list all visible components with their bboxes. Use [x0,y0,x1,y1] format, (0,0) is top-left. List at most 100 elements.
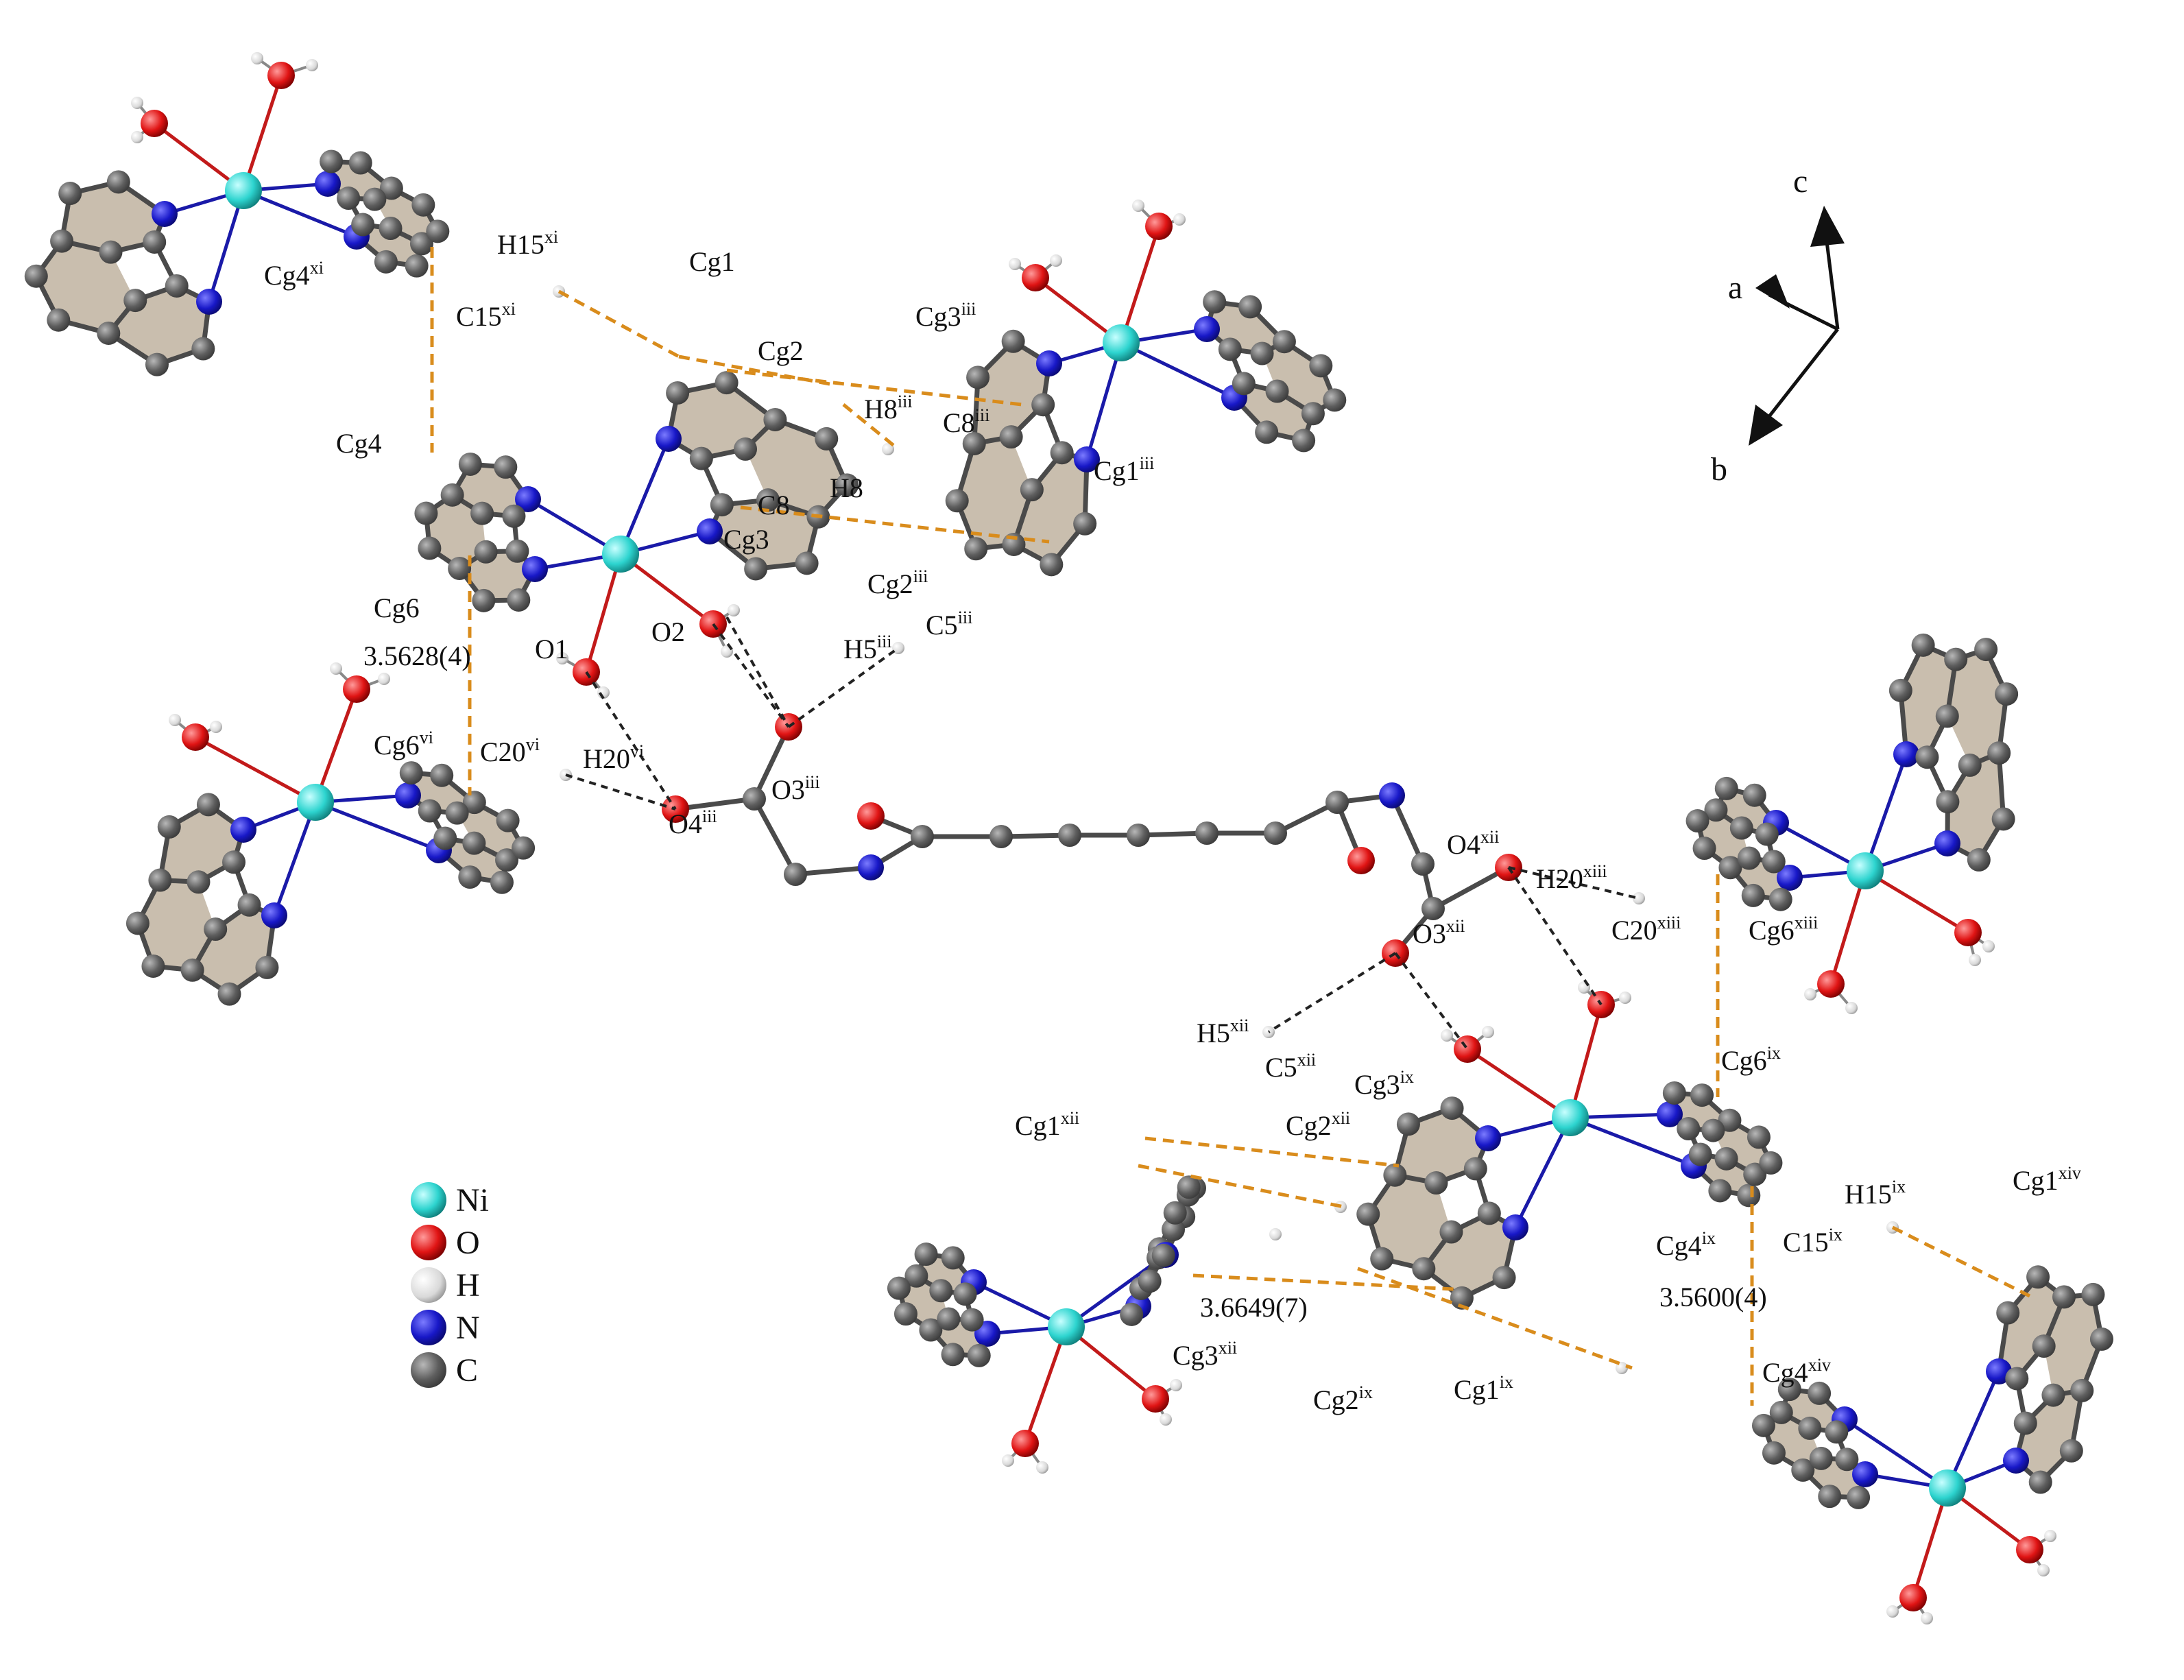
label-c5-iii: C5iii [926,608,972,640]
aromatic-ring [1716,788,1776,835]
label-h20-xiii: H20xiii [1536,861,1607,894]
oxygen-atom [1899,1584,1927,1611]
carbon-atom [47,308,71,332]
aromatic-ring [1424,1213,1515,1298]
carbon-atom [430,763,454,787]
nitrogen-atom [697,518,723,544]
hydrogen-atom [1578,981,1590,994]
label-c20-xiii: C20xiii [1611,913,1681,946]
aromatic-ring [2016,1390,2083,1483]
carbon-atom [1356,1202,1380,1226]
carbon-atom [462,791,486,815]
carbon-atom [1991,807,2015,831]
hydrogen-bond [787,647,900,728]
carbon-atom [106,170,130,194]
carbon-atom [187,870,211,894]
carbon-atom [1729,816,1753,840]
aromatic-ring [2043,1294,2102,1395]
legend-swatch-c [411,1352,446,1388]
carbon-atom [496,808,520,832]
label-h15-ix: H15ix [1845,1177,1906,1210]
label-c20-vi: C20vi [480,734,540,767]
hydrogen-bond [565,773,676,811]
hydrogen-bond [712,623,790,728]
hydrogen-bond [585,671,677,811]
carbon-atom [941,1246,965,1270]
legend-swatch-n [411,1310,446,1345]
hydrogen-bond [1507,866,1603,1006]
nitrogen-atom [1379,782,1405,808]
label-cg4: Cg4 [336,428,382,459]
nitrogen-atom [858,854,884,880]
aromatic-ring [1947,649,2007,765]
carbon-atom [1127,824,1150,847]
carbon-atom [2052,1285,2076,1309]
carbon-atom [1690,1083,1714,1107]
carbon-atom [1040,553,1064,577]
aromatic-ring [357,224,422,266]
carbon-atom [2059,1439,2083,1463]
carbon-atom [1936,790,1960,814]
carbon-atom [1412,1257,1436,1281]
carbon-atom [1935,704,1959,728]
axis-b-line [1761,328,1839,427]
carbon-atom [502,504,526,528]
carbon-atom [1203,290,1227,314]
hydrogen-atom [1633,892,1645,904]
label-cg2-ix: Cg2ix [1313,1382,1373,1415]
bond [619,552,715,626]
hydrogen-atom [378,673,390,685]
nickel-atom [602,536,639,573]
label-distance-3-5628: 3.5628(4) [363,640,471,671]
carbon-atom [490,870,514,894]
carbon-atom [374,250,398,274]
carbon-atom [97,321,121,345]
hydrogen-atom [1619,992,1631,1004]
aromatic-ring [1900,645,1956,758]
label-h20-vi: H20vi [583,741,644,774]
legend-label-h: H [456,1267,480,1304]
carbon-atom [966,365,990,389]
carbon-atom [1704,798,1728,822]
hydrogen-atom [556,652,568,664]
label-cg1-xii: Cg1xii [1015,1108,1079,1141]
bond [1843,1417,1949,1490]
carbon-atom [148,868,172,892]
nitrogen-atom [515,486,541,512]
carbon-atom [1325,791,1349,814]
nitrogen-atom [1036,350,1062,376]
label-o2: O2 [651,616,685,647]
bond [272,800,317,917]
bond [1863,752,1908,873]
bond [1064,1325,1157,1401]
carbon-atom [2032,1334,2056,1358]
carbon-atom [964,537,988,561]
carbon-atom [1769,1400,1793,1424]
carbon-atom [960,1308,984,1332]
carbon-atom [1001,329,1025,353]
hydrogen-atom [1036,1461,1048,1474]
carbon-atom [937,1307,961,1331]
carbon-atom [795,551,819,575]
bond [619,437,671,556]
carbon-atom [1292,429,1316,453]
label-h8: H8 [830,472,863,503]
nitrogen-atom [2003,1448,2029,1474]
nickel-atom [1048,1308,1085,1345]
hydrogen-atom [210,721,222,733]
pi-stacking-contact [1144,1136,1400,1168]
carbon-atom [1370,1247,1394,1271]
carbon-atom [512,836,536,860]
carbon-atom [1974,638,1998,662]
carbon-atom [405,254,429,278]
carbon-atom [1755,822,1779,846]
carbon-atom [1195,821,1219,845]
carbon-atom [2081,1282,2105,1306]
nitrogen-atom [1074,446,1100,472]
carbon-atom [689,446,713,470]
carbon-atom [1477,1201,1501,1225]
axis-c-label: c [1793,163,1808,200]
nitrogen-atom [1657,1101,1683,1127]
carbon-atom [1238,295,1262,319]
bond [1911,1486,1949,1600]
